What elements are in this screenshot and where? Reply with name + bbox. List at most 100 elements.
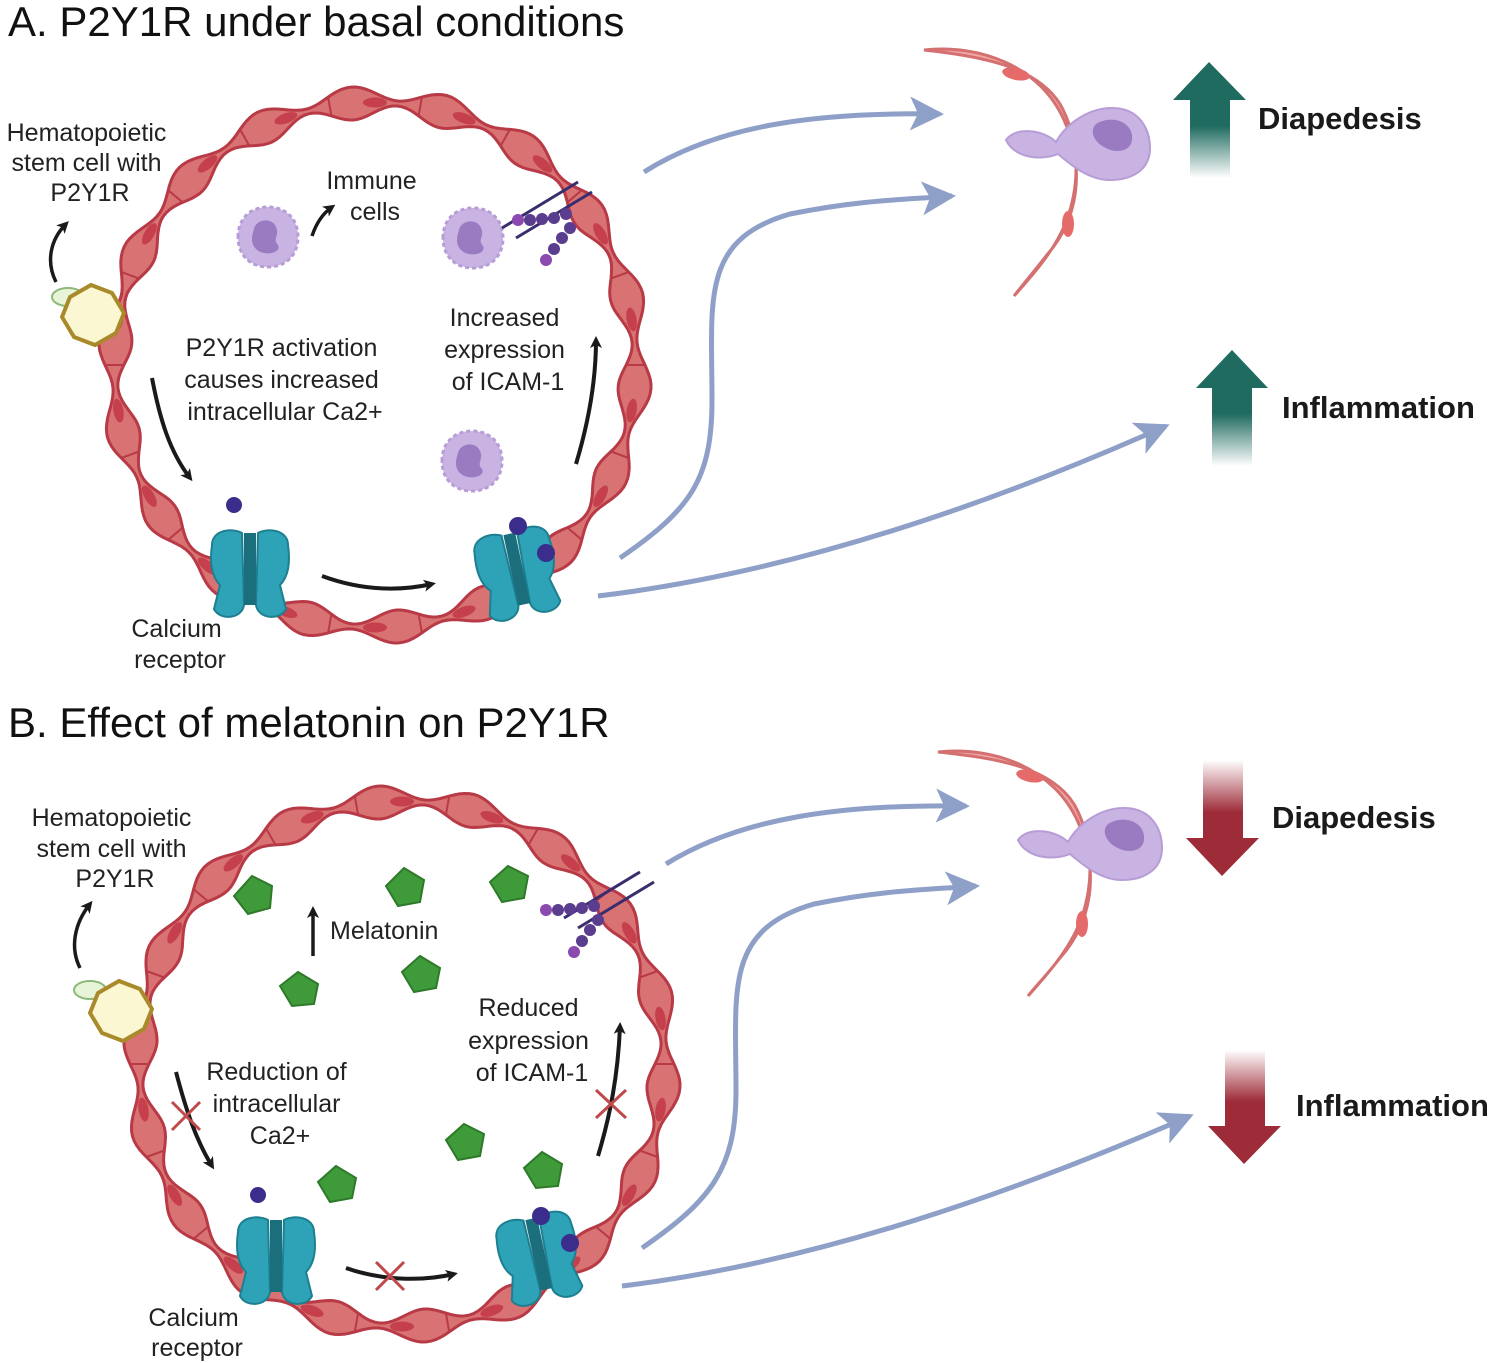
flow-arrow <box>621 1112 1194 1289</box>
endothelial-cell-icon <box>937 749 1092 997</box>
cell-junction <box>595 1225 612 1240</box>
cell-junction <box>353 795 360 816</box>
endothelial-nucleus <box>560 854 581 872</box>
cell-junction <box>327 613 333 634</box>
endothelial-nucleus <box>274 112 298 125</box>
flow-arrow <box>664 788 970 867</box>
hsc-arrow <box>48 221 69 283</box>
calcium-receptor-icon <box>210 529 290 618</box>
icam-1-molecule-icon <box>540 870 655 958</box>
endothelial-nucleus <box>113 398 124 423</box>
endothelial-nucleus <box>480 811 504 824</box>
panel-a: A. P2Y1R under basal conditions Hematopo… <box>7 0 1475 674</box>
endothelial-nucleus <box>390 1321 414 1332</box>
endothelial-nucleus <box>626 307 637 332</box>
icam-label: Increased expression of ICAM-1 <box>444 304 572 396</box>
up-arrow-icon <box>1173 62 1246 178</box>
cell-junction <box>120 271 140 280</box>
cell-junction <box>353 1312 360 1333</box>
cell-junction <box>239 128 251 147</box>
endothelial-nucleus <box>223 1256 244 1274</box>
calcium-receptor-icon <box>236 1216 316 1305</box>
cell-junction <box>639 970 658 979</box>
endothelial-nucleus <box>626 398 637 423</box>
cell-junction <box>167 189 184 204</box>
endothelial-nucleus <box>621 1184 637 1206</box>
endothelial-nucleus <box>300 811 324 824</box>
icam-arrow <box>596 1022 626 1157</box>
receptor-label: Calcium receptor <box>148 1304 245 1362</box>
cell-junction <box>417 96 423 117</box>
hsc-arrow <box>72 900 93 969</box>
immune-arrow <box>310 204 336 237</box>
panel-b: B. Effect of melatonin on P2Y1R Hematopo… <box>8 699 1489 1362</box>
cell-junction <box>566 526 583 541</box>
endothelial-nucleus <box>142 223 157 245</box>
cell-junction <box>327 96 333 117</box>
endothelial-nucleus <box>138 1097 149 1122</box>
endothelial-nucleus <box>300 1304 324 1317</box>
down-arrow-icon <box>1186 760 1259 876</box>
receptor-label: Calcium receptor <box>131 615 228 674</box>
immune-cell-icon <box>1004 106 1152 182</box>
endothelial-nucleus <box>452 112 476 125</box>
flow-arrow <box>618 181 956 561</box>
endothelial-nucleus <box>532 155 553 173</box>
blocked-x-icon <box>374 1260 406 1292</box>
endothelial-nucleus <box>621 922 637 944</box>
cell-junction <box>499 128 511 147</box>
stem-cell-icon <box>73 978 155 1044</box>
calcium-ion-icon <box>537 544 555 562</box>
endothelial-nucleus <box>197 155 218 173</box>
endothelial-nucleus <box>167 1184 183 1206</box>
icam-1-molecule-icon <box>501 180 593 266</box>
endothelial-nucleus <box>223 854 244 872</box>
icam-label: Reduced expression of ICAM-1 <box>468 994 596 1087</box>
immune-cells-label: Immune cells <box>326 167 423 226</box>
endothelial-nucleus <box>480 1304 504 1317</box>
melatonin-molecule-icon <box>232 864 564 1204</box>
stem-cell-icon <box>51 282 127 348</box>
activation-arrow <box>150 377 193 482</box>
cell-junction <box>167 526 184 541</box>
calcium-receptor-icon <box>473 525 562 622</box>
cell-junction <box>566 189 583 204</box>
endothelial-nucleus <box>452 605 476 618</box>
hsc-label: Hematopoietic stem cell with P2Y1R <box>7 119 174 207</box>
outcome-inflammation: Inflammation <box>1296 1088 1489 1123</box>
cell-junction <box>610 271 630 280</box>
activation-label: Reduction of intracellular Ca2+ <box>206 1058 353 1150</box>
calcium-ion-icon <box>561 1234 579 1252</box>
up-arrow-icon <box>1196 350 1268 466</box>
endothelial-nucleus <box>142 485 157 507</box>
cell-junction <box>417 613 423 634</box>
cell-junction <box>444 1312 451 1333</box>
immune-cell-icon <box>236 205 300 269</box>
receptor-arrow <box>321 574 436 592</box>
endothelial-nucleus <box>593 485 608 507</box>
panel-a-title: A. P2Y1R under basal conditions <box>8 0 624 45</box>
cell-junction <box>444 795 451 816</box>
flow-arrow <box>597 422 1170 599</box>
endothelial-nucleus <box>363 97 387 108</box>
immune-cell-icon <box>441 206 505 270</box>
immune-cell-icon <box>1016 806 1164 882</box>
blocked-x-icon <box>594 1088 628 1120</box>
immune-cell-icon <box>440 429 504 493</box>
calcium-ion-icon <box>532 1207 550 1225</box>
cell-junction <box>146 970 165 979</box>
endothelial-nucleus <box>363 622 387 633</box>
cell-junction <box>120 450 140 459</box>
endothelial-nucleus <box>655 1097 666 1122</box>
activation-label: P2Y1R activation causes increased intrac… <box>184 334 386 426</box>
cell-junction <box>146 1149 165 1158</box>
panel-b-title: B. Effect of melatonin on P2Y1R <box>8 699 610 746</box>
flow-arrow <box>642 96 944 175</box>
receptor-arrow <box>345 1266 458 1282</box>
blocked-x-icon <box>170 1100 202 1132</box>
melatonin-label: Melatonin <box>330 917 438 945</box>
outcome-diapedesis: Diapedesis <box>1272 800 1436 835</box>
endothelial-nucleus <box>655 1006 666 1031</box>
endothelial-cell-icon <box>923 47 1078 297</box>
